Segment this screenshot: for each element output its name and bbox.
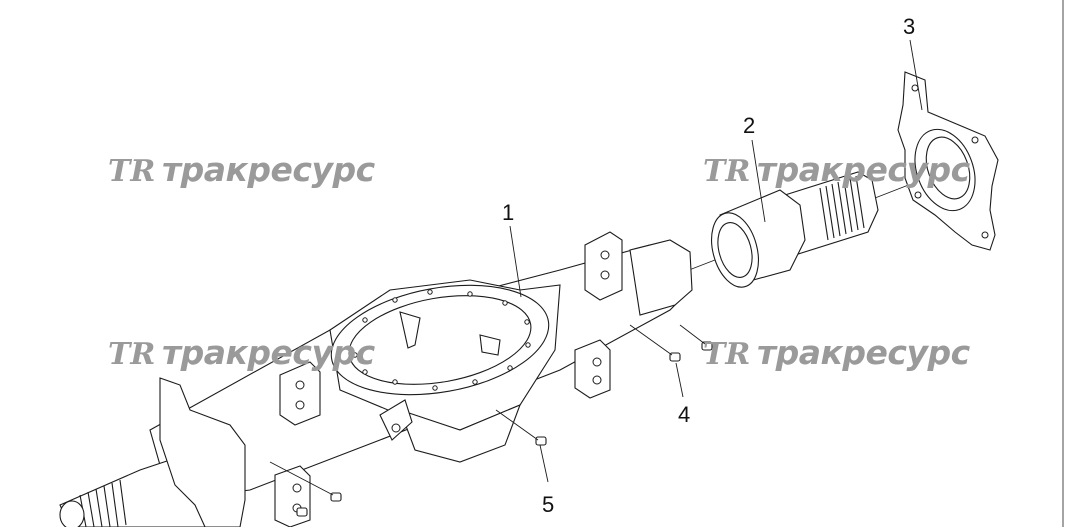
watermark-mid-left: TR тракресурс xyxy=(108,333,376,372)
watermark-logo: TR xyxy=(108,337,155,372)
watermark-mid-right: TR тракресурс xyxy=(703,333,971,372)
watermark-text: тракресурс xyxy=(162,333,376,372)
callout-3: 3 xyxy=(903,14,915,39)
part-3-flange xyxy=(897,71,999,251)
watermark-logo: TR xyxy=(703,337,750,372)
watermark-text: тракресурс xyxy=(757,150,971,189)
watermark-top-right: TR тракресурс xyxy=(703,150,971,189)
part-2-hub xyxy=(711,171,879,288)
callout-2: 2 xyxy=(743,113,755,138)
watermark-top-left: TR тракресурс xyxy=(108,150,376,189)
callout-1: 1 xyxy=(502,200,514,225)
leader-lines xyxy=(269,39,923,496)
callout-4: 4 xyxy=(678,402,690,427)
watermark-text: тракресурс xyxy=(757,333,971,372)
callout-5: 5 xyxy=(542,492,554,517)
part-5-plug xyxy=(296,436,547,517)
watermark-logo: TR xyxy=(703,154,750,189)
part-1-housing xyxy=(59,231,693,527)
watermark-text: тракресурс xyxy=(162,150,376,189)
watermark-logo: TR xyxy=(108,154,155,189)
